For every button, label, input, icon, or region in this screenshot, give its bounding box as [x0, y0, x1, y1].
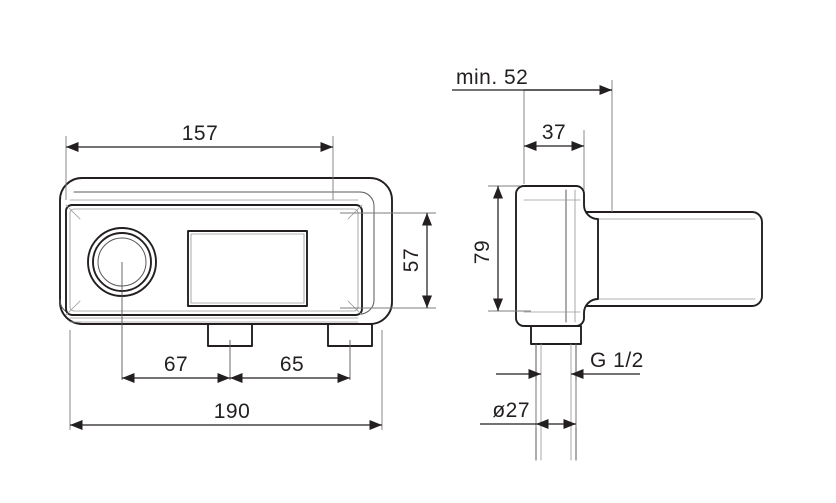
threaded-connector [530, 325, 582, 345]
dimension-57: 57 [340, 212, 436, 309]
spout-body [559, 211, 763, 307]
housing-bevel-line [59, 191, 375, 315]
dimension-label-37: 37 [542, 121, 566, 144]
dimension-67-65: 67 65 [121, 262, 351, 383]
wall-block [515, 185, 599, 327]
dimension-label-min-52: min. 52 [456, 66, 528, 89]
dimension-dia-27: ø27 [480, 380, 577, 429]
dimension-g-half: G 1/2 [496, 349, 644, 379]
dimension-label-79: 79 [471, 240, 494, 264]
dimension-label-67: 67 [164, 353, 188, 376]
dimension-label-65: 65 [280, 353, 304, 376]
dimension-190: 190 [69, 330, 383, 430]
dimension-label-g-half: G 1/2 [590, 349, 644, 372]
side-view [515, 185, 763, 461]
dimension-label-dia-27: ø27 [492, 399, 530, 422]
frame-corner-folds [65, 204, 363, 316]
dimension-min-52: min. 52 [452, 66, 613, 212]
inner-frame-offset [69, 208, 359, 312]
display-panel [187, 230, 308, 307]
dimension-157: 157 [65, 122, 334, 200]
front-view [59, 177, 393, 347]
dimension-label-190: 190 [214, 400, 251, 423]
dimension-label-157: 157 [182, 122, 219, 145]
dimension-79: 79 [471, 185, 531, 312]
dimension-label-57: 57 [400, 248, 423, 272]
dimension-37: 37 [524, 121, 585, 190]
display-panel-inner [190, 233, 305, 304]
